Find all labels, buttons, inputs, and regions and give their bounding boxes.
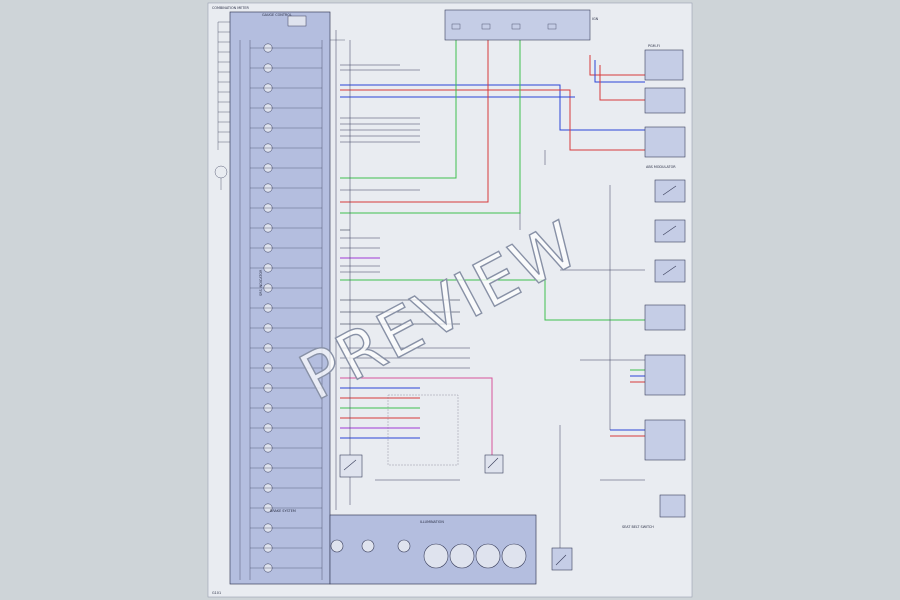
wire-red-2 [340, 40, 489, 203]
gauge-dial-icon [423, 543, 449, 569]
lamp-group-label: BRAKE SYSTEM [270, 509, 296, 513]
brake-fluid-switch [654, 219, 686, 243]
parking-brake-switch [654, 259, 686, 283]
gauge-dial-icon [475, 543, 501, 569]
wire-blue-5 [594, 60, 645, 83]
immobilizer-unit [644, 354, 686, 396]
indicator-group-label: SRS INDICATOR [259, 269, 263, 296]
sheet-header-label: COMBINATION METER [212, 6, 250, 10]
wire-red-6 [599, 65, 645, 101]
pgm-fi-label: PGM-FI [648, 44, 660, 48]
buzzer-symbol [287, 15, 307, 27]
fuse-box-label: IGN [592, 17, 599, 21]
srs-unit [644, 304, 686, 331]
gauge-dial-icon [330, 539, 344, 553]
abs-modulator [644, 126, 686, 158]
gauge-row [330, 539, 527, 569]
under-dash-fuse-box [444, 9, 591, 41]
gauge-dial-icon [501, 543, 527, 569]
door-switch [659, 494, 686, 518]
belt-switch-label: SEAT BELT SWITCH [622, 525, 654, 529]
sheet-footer-label: G101 [212, 591, 221, 595]
right-component-boxes [551, 49, 686, 571]
oil-pressure-switch [654, 179, 686, 203]
indicator-lamp-column [250, 43, 322, 573]
gauge-dial-icon [397, 539, 411, 553]
left-pin-strip [214, 21, 230, 190]
wire-green-1 [340, 40, 457, 179]
abs-label: ABS MODULATOR [646, 165, 676, 169]
seat-belt-switch [644, 419, 686, 461]
fuse-symbols [451, 23, 557, 30]
speed-sensor [644, 87, 686, 114]
wire-red-5 [589, 55, 645, 76]
gauge-dial-icon [361, 539, 375, 553]
gauge-dial-icon [449, 543, 475, 569]
cluster-bus-lines [239, 40, 323, 580]
wire-pink-1 [340, 377, 493, 460]
gauge-row-label: ILLUMINATION [420, 520, 444, 524]
connector-label: GAUGE CONTROL [262, 13, 292, 17]
wire-green-3 [340, 279, 645, 321]
pgm-fi-module [644, 49, 684, 81]
wire-red-1 [340, 89, 645, 151]
meter-cluster-block [229, 11, 331, 585]
wire-blue-1 [340, 84, 645, 131]
dashed-area-box [387, 394, 459, 466]
signal-lines [335, 30, 645, 550]
switch-symbols [339, 185, 677, 566]
